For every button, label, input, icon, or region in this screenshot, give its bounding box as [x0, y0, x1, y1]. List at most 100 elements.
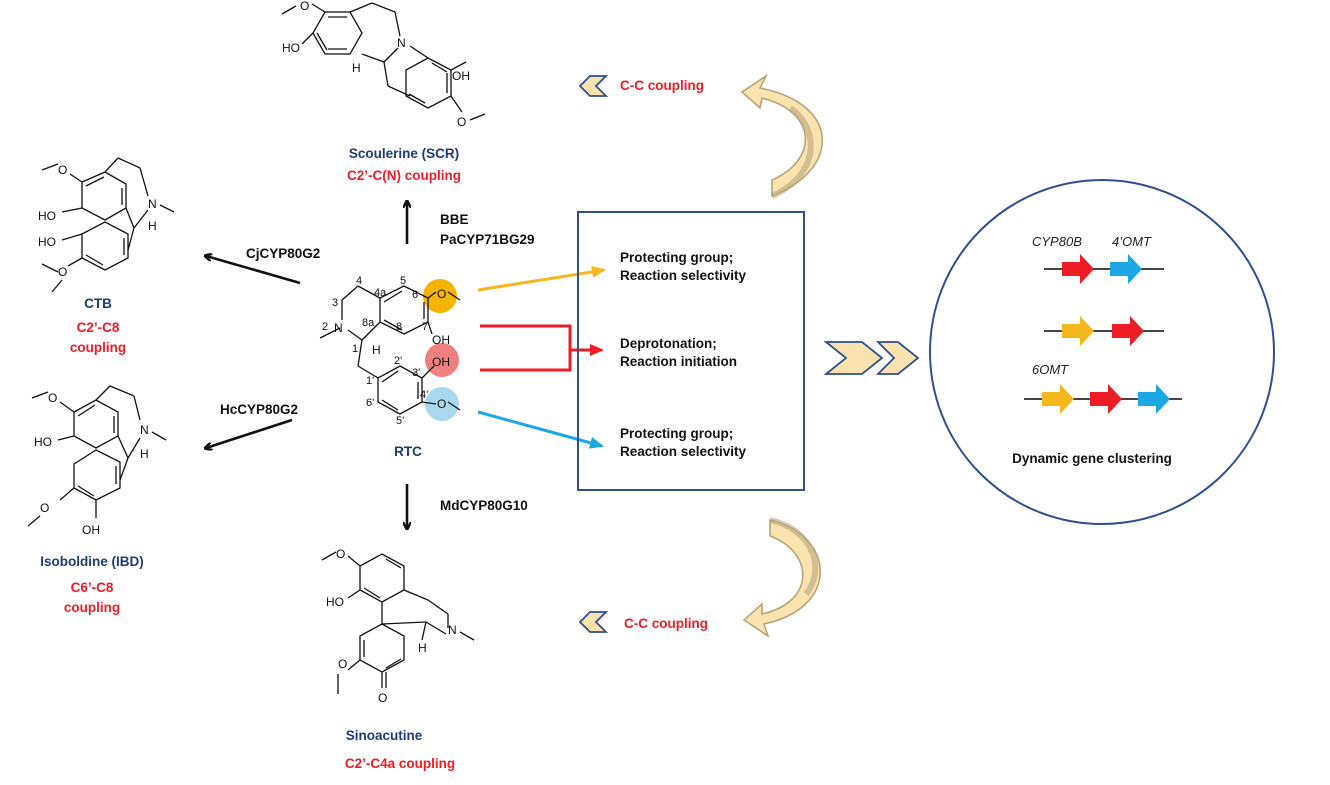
rtc-num-6p: 6'	[366, 397, 374, 409]
rtc-6-ome-highlight	[423, 279, 457, 313]
double-chevron-right-icon	[823, 341, 884, 375]
gene-arrow-red-1	[1062, 254, 1094, 284]
scoulerine-n-atom: N	[397, 36, 406, 50]
sinoacutine-ho-label: HO	[326, 595, 344, 609]
gene-cluster-circle	[929, 179, 1275, 525]
ctb-o2-atom: O	[58, 265, 67, 279]
rtc-num-4p: 4'	[420, 389, 428, 401]
gene-arrow-yellow-3	[1042, 384, 1074, 414]
sinoacutine-o3-atom: O	[378, 691, 387, 705]
ctb-ho2-label: HO	[38, 235, 56, 249]
sinoacutine-o2-atom: O	[338, 657, 347, 671]
enzyme-hccyp80g2: HcCYP80G2	[220, 402, 298, 417]
blue-arrow	[477, 410, 604, 449]
yellow-arrow	[477, 265, 606, 292]
rtc-4-ome-highlight	[425, 387, 459, 421]
scoulerine-o2-atom: O	[457, 115, 466, 129]
enzyme-bbe: BBE	[440, 212, 469, 227]
scoulerine-structure: O HO N H OH O	[281, 0, 486, 129]
scoulerine-o-atom: O	[300, 0, 309, 13]
chevron-left-icon-bottom	[578, 611, 609, 633]
rtc-num-3: 3	[332, 297, 338, 309]
ctb-coupling-line1: C2’-C8	[77, 320, 120, 335]
box-item1-line2: Reaction selectivity	[620, 268, 747, 283]
rtc-num-4a: 4a	[374, 287, 387, 299]
rtc-num-5p: 5'	[396, 415, 404, 427]
rtc-num-1: 1	[352, 343, 358, 355]
arrow-to-ctb	[206, 256, 301, 285]
ctb-h-label: H	[148, 219, 157, 233]
rtc-oh3-label: OH	[432, 355, 450, 369]
sinoacutine-n-atom: N	[448, 623, 457, 637]
cc-coupling-top: C-C coupling	[620, 78, 704, 93]
enzyme-cjcyp80g2: CjCYP80G2	[246, 246, 320, 261]
scoulerine-ho-label: HO	[282, 41, 300, 55]
gene-label-6omt: 6OMT	[1032, 362, 1069, 377]
sinoacutine-h-label: H	[418, 641, 427, 655]
rtc-num-2: 2	[322, 321, 328, 333]
sinoacutine-name: Sinoacutine	[346, 728, 423, 743]
ctb-structure: O HO N H HO O	[38, 157, 175, 293]
ctb-n-atom: N	[148, 197, 157, 211]
rtc-n-atom: N	[334, 321, 343, 335]
box-item3-line1: Protecting group;	[620, 426, 733, 441]
isoboldine-name: Isoboldine (IBD)	[40, 554, 144, 569]
gene-label-4omt: 4’OMT	[1112, 234, 1152, 249]
arrow-to-isoboldine	[206, 418, 293, 448]
box-item2-line1: Deprotonation;	[620, 336, 717, 351]
scoulerine-h-label: H	[352, 61, 361, 75]
cluster-title: Dynamic gene clustering	[1012, 451, 1172, 466]
enzyme-pacyp71bg29: PaCYP71BG29	[440, 232, 535, 247]
gene-arrow-yellow-2	[1062, 316, 1094, 346]
sinoacutine-structure: O HO N H O O	[321, 547, 475, 705]
enzyme-mdcyp80g10: MdCYP80G10	[440, 498, 528, 513]
rtc-h-label: H	[372, 343, 381, 357]
gene-arrow-red-3	[1090, 384, 1122, 414]
curved-arrow-bottom	[742, 518, 821, 638]
rtc-num-8a: 8a	[362, 317, 375, 329]
cc-coupling-bottom: C-C coupling	[624, 616, 708, 631]
ctb-o1-atom: O	[58, 163, 67, 177]
rtc-structure	[319, 279, 461, 421]
scoulerine-oh-label: OH	[452, 69, 470, 83]
isoboldine-structure: O HO N H O OH	[27, 385, 167, 537]
curved-arrow-top	[740, 73, 824, 198]
rtc-num-3p: 3'	[412, 367, 420, 379]
red-bracket-arrow	[480, 324, 602, 372]
box-item2-line2: Reaction initiation	[620, 354, 737, 369]
box-item3-line2: Reaction selectivity	[620, 444, 747, 459]
isoboldine-coupling-line1: C6’-C8	[71, 580, 114, 595]
rtc-num-5: 5	[400, 275, 406, 287]
chevron-left-icon-top	[578, 75, 609, 97]
scoulerine-name: Scoulerine (SCR)	[349, 146, 459, 161]
rtc-3-oh-highlight	[425, 343, 459, 377]
rtc-name: RTC	[394, 444, 422, 459]
isoboldine-o2-atom: O	[40, 501, 49, 515]
mechanism-box	[577, 211, 805, 491]
sinoacutine-o1-atom: O	[336, 547, 345, 561]
rtc-num-8: 8	[396, 321, 402, 333]
isoboldine-ho1-label: HO	[34, 435, 52, 449]
rtc-num-2p: 2'	[394, 355, 402, 367]
rtc-num-1p: 1'	[366, 375, 374, 387]
rtc-num-7: 7	[422, 321, 428, 333]
isoboldine-o1-atom: O	[48, 391, 57, 405]
isoboldine-coupling-line2: coupling	[64, 600, 120, 615]
gene-arrow-blue-1	[1110, 254, 1142, 284]
rtc-o6-atom: O	[437, 287, 446, 301]
ctb-ho1-label: HO	[38, 209, 56, 223]
isoboldine-h-label: H	[140, 447, 149, 461]
gene-arrow-red-2	[1112, 316, 1144, 346]
rtc-oh7-label: OH	[432, 333, 450, 347]
ctb-name: CTB	[84, 296, 112, 311]
rtc-o4-atom: O	[437, 397, 446, 411]
ctb-coupling-line2: coupling	[70, 340, 126, 355]
rtc-num-4: 4	[356, 275, 362, 287]
isoboldine-oh-label: OH	[82, 523, 100, 537]
gene-arrow-blue-3	[1138, 384, 1170, 414]
isoboldine-n-atom: N	[140, 423, 149, 437]
scoulerine-coupling: C2’-C(N) coupling	[347, 168, 461, 183]
sinoacutine-coupling: C2’-C4a coupling	[345, 756, 455, 771]
gene-label-cyp80b: CYP80B	[1032, 234, 1082, 249]
